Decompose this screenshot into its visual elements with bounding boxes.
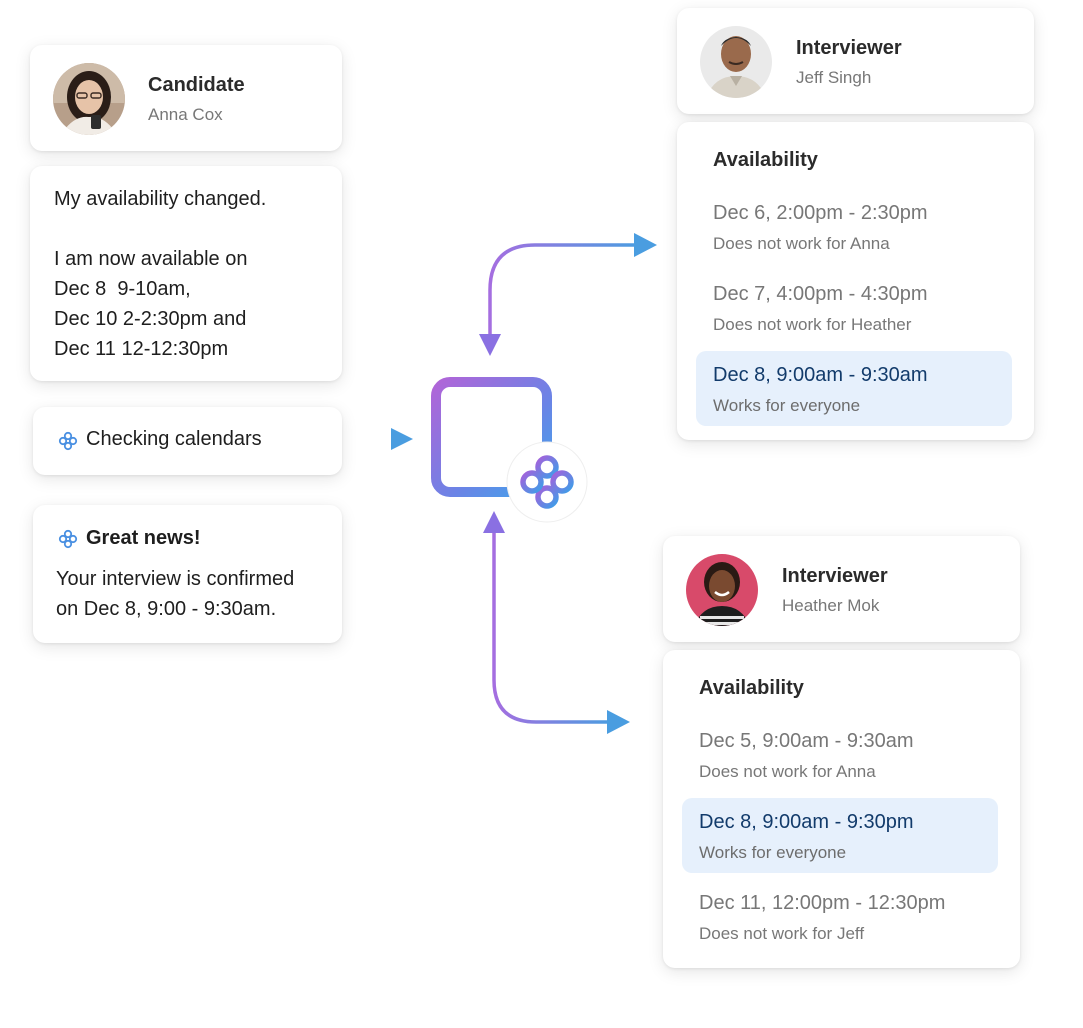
heather-availability-card: Availability Dec 5, 9:00am - 9:30am Does… — [663, 650, 1020, 968]
interviewer-jeff-avatar — [700, 26, 772, 98]
heather-slot-1-time: Dec 5, 9:00am - 9:30am — [699, 730, 914, 752]
jeff-slot-2-time: Dec 7, 4:00pm - 4:30pm — [713, 283, 928, 305]
interviewer-heather-card: Interviewer Heather Mok — [663, 536, 1020, 642]
sparkle-icon — [58, 529, 78, 549]
jeff-slot-2-note: Does not work for Heather — [713, 315, 912, 334]
sparkle-icon — [58, 431, 78, 451]
confirmation-title: Great news! — [86, 527, 201, 549]
candidate-card: Candidate Anna Cox — [30, 45, 342, 151]
interviewer-jeff-card: Interviewer Jeff Singh — [677, 8, 1034, 114]
interviewer-jeff-name: Jeff Singh — [796, 68, 872, 87]
checking-calendars-label: Checking calendars — [86, 428, 262, 450]
jeff-slot-3-time: Dec 8, 9:00am - 9:30am — [713, 364, 928, 386]
message-line-5: Dec 11 12-12:30pm — [54, 338, 229, 360]
confirmation-line-1: Your interview is confirmed — [56, 568, 295, 590]
arrow-to-jeff — [479, 233, 657, 356]
heather-slot-3-note: Does not work for Jeff — [699, 924, 865, 943]
jeff-availability-title: Availability — [713, 149, 818, 171]
heather-slot-2-time: Dec 8, 9:00am - 9:30pm — [699, 811, 914, 833]
heather-slot-2-highlight: Dec 8, 9:00am - 9:30pm Works for everyon… — [682, 798, 998, 873]
heather-slot-3-time: Dec 11, 12:00pm - 12:30pm — [699, 892, 946, 914]
arrow-to-heather — [483, 511, 630, 734]
message-line-1: My availability changed. — [54, 188, 267, 210]
interviewer-heather-avatar — [686, 554, 758, 626]
message-line-4: Dec 10 2-2:30pm and — [54, 308, 247, 330]
candidate-role: Candidate — [148, 74, 245, 96]
checking-calendars-card: Checking calendars — [33, 407, 342, 475]
jeff-slot-1-note: Does not work for Anna — [713, 234, 890, 253]
interviewer-heather-name: Heather Mok — [782, 596, 880, 615]
heather-slot-2-note: Works for everyone — [699, 843, 847, 862]
interviewer-jeff-role: Interviewer — [796, 37, 902, 59]
heather-availability-title: Availability — [699, 677, 804, 699]
confirmation-line-2: on Dec 8, 9:00 - 9:30am. — [56, 598, 277, 620]
jeff-slot-1-time: Dec 6, 2:00pm - 2:30pm — [713, 202, 928, 224]
candidate-name: Anna Cox — [148, 105, 223, 124]
candidate-message-card: My availability changed. I am now availa… — [30, 166, 342, 381]
message-line-3: Dec 8 9-10am, — [54, 278, 191, 300]
heather-slot-1-note: Does not work for Anna — [699, 762, 876, 781]
interviewer-heather-role: Interviewer — [782, 565, 888, 587]
jeff-slot-3-highlight: Dec 8, 9:00am - 9:30am Works for everyon… — [696, 351, 1012, 426]
confirmation-card: Great news! Your interview is confirmed … — [33, 505, 342, 643]
arrow-checking-to-calendar — [358, 428, 413, 450]
calendar-icon — [431, 361, 552, 497]
candidate-avatar — [53, 63, 125, 135]
jeff-availability-card: Availability Dec 6, 2:00pm - 2:30pm Does… — [677, 122, 1034, 440]
message-line-2: I am now available on — [54, 248, 248, 270]
sparkle-badge — [506, 441, 588, 523]
jeff-slot-3-note: Works for everyone — [713, 396, 861, 415]
